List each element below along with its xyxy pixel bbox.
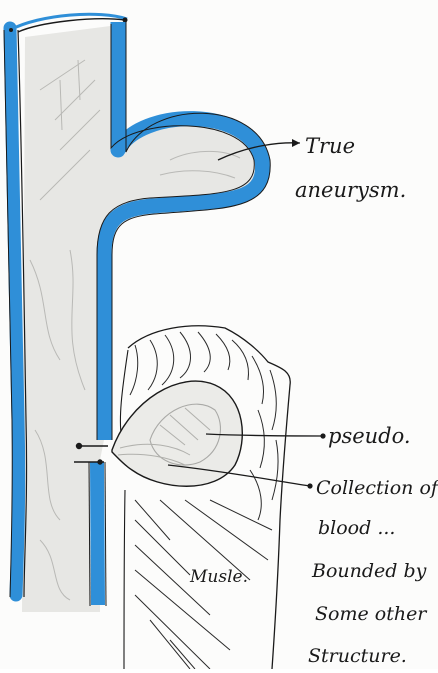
label-collection-line4: Some other [315, 603, 428, 625]
label-collection-line1: Collection of [316, 477, 438, 499]
right-vessel-wall-aneurysm [104, 22, 263, 440]
right-vessel-wall-lower [97, 462, 98, 605]
label-collection-line5: Structure. [308, 645, 407, 667]
label-muscle: Musle. [189, 567, 248, 587]
label-collection-line2: blood ... [318, 517, 395, 539]
right-vessel-wall-outer-edge [112, 20, 270, 440]
left-vessel-wall [10, 28, 19, 595]
muscle-left-edge [124, 490, 125, 669]
label-true-line1: True [305, 134, 355, 158]
muscle-outline [128, 326, 290, 669]
rim-dot-right [123, 18, 128, 23]
right-vessel-wall-lower-outer [105, 462, 106, 606]
rim-dot-left [9, 28, 13, 32]
label-collection-line3: Bounded by [311, 560, 427, 582]
pseudo-aneurysm-sac [112, 381, 242, 486]
label-true-line2: aneurysm. [295, 178, 406, 202]
artery-lumen [22, 25, 262, 612]
label-pseudo: pseudo. [328, 424, 411, 448]
